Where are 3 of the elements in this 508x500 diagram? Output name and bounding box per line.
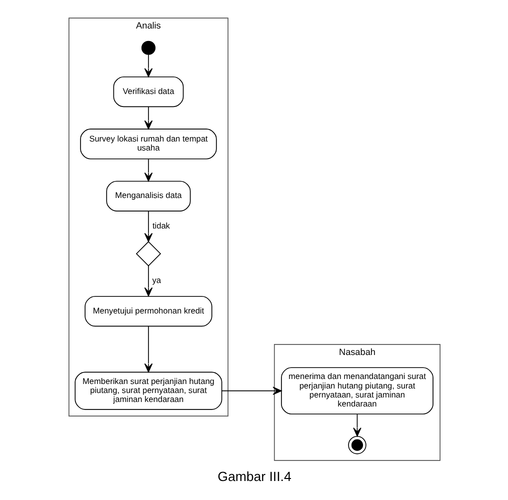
caption: Gambar III.4 (217, 468, 291, 484)
edge-label: ya (152, 276, 161, 286)
edge-label: tidak (152, 221, 170, 230)
